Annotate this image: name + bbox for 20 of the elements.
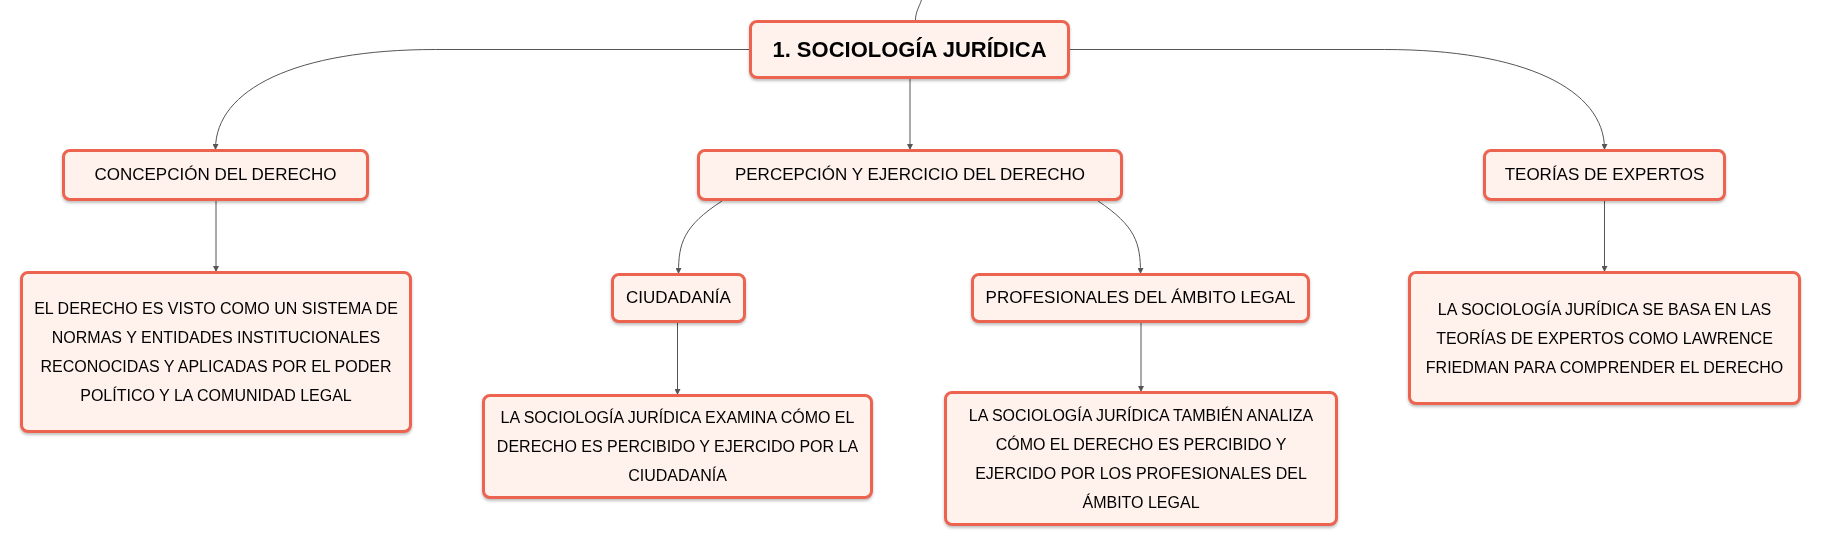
title-box: 1. SOCIOLOGÍA JURÍDICA <box>749 20 1070 79</box>
connector-line <box>674 322 681 395</box>
topic-box: TEORÍAS DE EXPERTOS <box>1483 149 1726 201</box>
connector-line <box>213 49 750 150</box>
connector-line <box>213 200 219 272</box>
topic-box: PERCEPCIÓN Y EJERCICIO DEL DERECHO <box>697 149 1123 201</box>
connector-line <box>1097 200 1144 274</box>
connector-line <box>915 0 922 21</box>
topic-box: CONCEPCIÓN DEL DERECHO <box>62 149 369 201</box>
connector-line <box>907 78 913 150</box>
topic-box: LA SOCIOLOGÍA JURÍDICA SE BASA EN LAS TEORÍAS DE EXPERTOS COMO LAWRENCE FRIEDMAN PARA COMPRENDER EL DERECHO <box>1408 271 1801 405</box>
connector-line <box>1069 49 1607 150</box>
topic-box: CIUDADANÍA <box>611 273 746 323</box>
connector-line <box>1138 322 1144 392</box>
connector-line <box>675 200 723 274</box>
topic-box: LA SOCIOLOGÍA JURÍDICA EXAMINA CÓMO EL DERECHO ES PERCIBIDO Y EJERCIDO POR LA CIUDADANÍA <box>482 394 873 499</box>
topic-box: EL DERECHO ES VISTO COMO UN SISTEMA DE NORMAS Y ENTIDADES INSTITUCIONALES RECONOCIDAS Y APLICADAS POR EL PODER POLÍTICO Y LA COMUNIDAD LEGAL <box>20 271 412 433</box>
topic-box: PROFESIONALES DEL ÁMBITO LEGAL <box>971 273 1310 323</box>
connector-line <box>1601 200 1608 272</box>
topic-box: LA SOCIOLOGÍA JURÍDICA TAMBIÉN ANALIZA CÓMO EL DERECHO ES PERCIBIDO Y EJERCIDO POR LOS PROFESIONALES DEL ÁMBITO LEGAL <box>944 391 1338 526</box>
